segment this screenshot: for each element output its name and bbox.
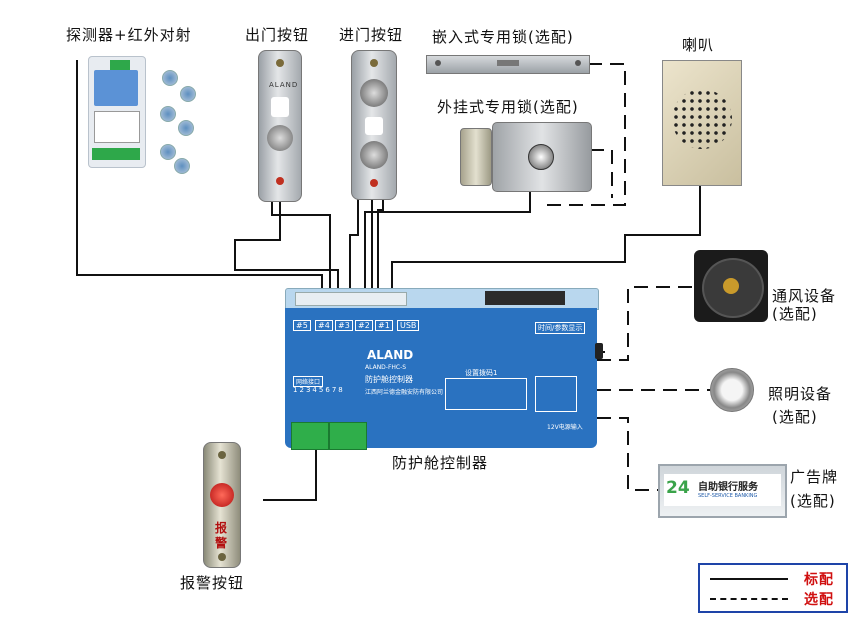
controller-name: 防护舱控制器	[365, 375, 413, 384]
speaker-wire	[391, 185, 701, 290]
terminal-block-left	[291, 422, 329, 450]
exit-button-device: ALAND	[258, 50, 302, 202]
alarm-terminal-numbers: 12345678	[293, 386, 345, 394]
controller-brand: ALAND	[367, 348, 414, 362]
ad-sign-text-cn: 自助银行服务	[698, 482, 758, 493]
legend-standard-text: 标配	[804, 572, 834, 588]
external-lock-optional-wire	[590, 149, 613, 198]
detector-device	[88, 56, 146, 168]
fan-label-2: (选配)	[772, 305, 818, 323]
light-label-1: 照明设备	[768, 385, 833, 403]
ad-label-1: 广告牌	[790, 468, 839, 486]
ad-sign-logo: 24	[666, 478, 690, 498]
light-label-2: (选配)	[772, 408, 818, 426]
port-label-usb: USB	[397, 320, 420, 331]
alarm-port-title: 网络接口	[293, 376, 324, 387]
legend-standard: 标配	[706, 568, 842, 588]
fan-label-1: 通风设备	[772, 287, 837, 305]
terminal-4: 4	[312, 386, 319, 394]
alarm-button-text: 报警	[215, 521, 228, 550]
port-label-4: #4	[315, 320, 333, 331]
ad-sign-device: 24 自助银行服务 SELF-SERVICE BANKING	[658, 464, 787, 518]
detector-wire	[76, 60, 323, 290]
ad-sign-wire	[597, 417, 658, 491]
controller-device: #5 #4 #3 #2 #1 USB ALAND ALAND-FHC-S 防护舱…	[285, 288, 603, 450]
port-label-3: #3	[335, 320, 353, 331]
controller-model: ALAND-FHC-S	[365, 364, 407, 371]
terminal-6: 6	[325, 386, 332, 394]
power-input-label: 12V电源输入	[547, 424, 583, 431]
enter-button-device	[351, 50, 397, 200]
legend-optional-text: 选配	[804, 592, 834, 608]
detector-label: 探测器+红外对射	[66, 26, 192, 44]
speaker-label: 喇叭	[682, 36, 715, 54]
terminal-1: 1	[293, 386, 300, 394]
controller-company: 江西阿兰德金融安防有限公司	[365, 389, 444, 396]
legend-solid-line	[710, 578, 788, 580]
port-label-2: #2	[355, 320, 373, 331]
enter-button-label: 进门按钮	[339, 26, 404, 44]
embedded-lock-label: 嵌入式专用锁(选配)	[432, 28, 574, 46]
alarm-button-device: 报警	[203, 442, 241, 568]
legend: 标配 选配	[698, 563, 848, 613]
terminal-8: 8	[338, 386, 345, 394]
terminal-2: 2	[299, 386, 306, 394]
exit-button-label: 出门按钮	[245, 26, 310, 44]
light-device	[710, 368, 754, 412]
enter-button-wire-2	[349, 195, 359, 290]
exit-button-wire	[234, 200, 339, 290]
terminal-3: 3	[305, 386, 313, 394]
ir-sensors	[152, 70, 197, 180]
fan-wire	[597, 286, 693, 361]
port-label-5: #5	[293, 320, 311, 331]
speaker-device	[662, 60, 742, 186]
embedded-lock-device	[426, 55, 590, 74]
fan-device	[694, 250, 768, 322]
alarm-button-label: 报警按钮	[180, 574, 245, 592]
ad-sign-text-en: SELF-SERVICE BANKING	[698, 493, 758, 499]
enter-button-wire-3	[377, 195, 384, 290]
settings-dip-title: 设置拨码1	[465, 369, 498, 377]
external-lock-wire	[364, 185, 531, 290]
legend-optional: 选配	[706, 588, 842, 608]
ad-label-2: (选配)	[790, 492, 836, 510]
external-lock-label: 外挂式专用锁(选配)	[437, 98, 579, 116]
terminal-5: 5	[318, 386, 326, 394]
controller-caption: 防护舱控制器	[392, 454, 489, 472]
alarm-button-wire	[263, 448, 317, 501]
external-lock-device	[460, 122, 592, 192]
terminal-block-right	[329, 422, 367, 450]
power-knob	[595, 343, 603, 359]
port-label-1: #1	[375, 320, 393, 331]
exit-button-wire-2	[271, 200, 331, 290]
time-display-label: 时间/参数显示	[535, 322, 586, 334]
legend-dashed-line	[710, 598, 788, 600]
terminal-7: 7	[331, 386, 339, 394]
